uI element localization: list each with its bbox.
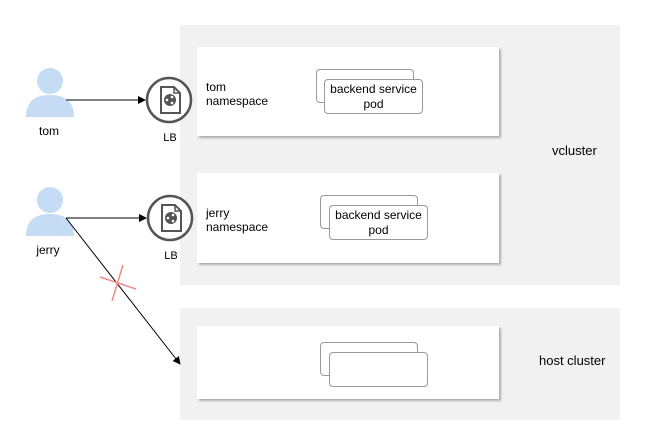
jerry-backend-service-pod: backend service pod xyxy=(329,205,428,240)
tom-namespace-label: tom namespace xyxy=(206,80,269,108)
host-cluster-label: host cluster xyxy=(539,353,606,368)
tom-backend-service-pod: backend service pod xyxy=(324,79,423,114)
load-balancer-icon xyxy=(145,76,193,124)
arrow-jerry-to-host xyxy=(65,217,181,365)
blocked-cross-icon xyxy=(99,264,137,302)
lb-label-tom: LB xyxy=(163,132,177,144)
jerry-namespace-label: jerry namespace xyxy=(206,206,269,234)
user-icon-jerry xyxy=(26,187,74,236)
user-label-tom: tom xyxy=(38,124,59,138)
user-icon-tom xyxy=(26,68,74,117)
lb-label-jerry: LB xyxy=(164,250,178,262)
load-balancer-icon xyxy=(146,194,194,242)
vcluster-label: vcluster xyxy=(552,143,597,158)
host-pod xyxy=(329,352,428,387)
user-label-jerry: jerry xyxy=(36,243,60,257)
